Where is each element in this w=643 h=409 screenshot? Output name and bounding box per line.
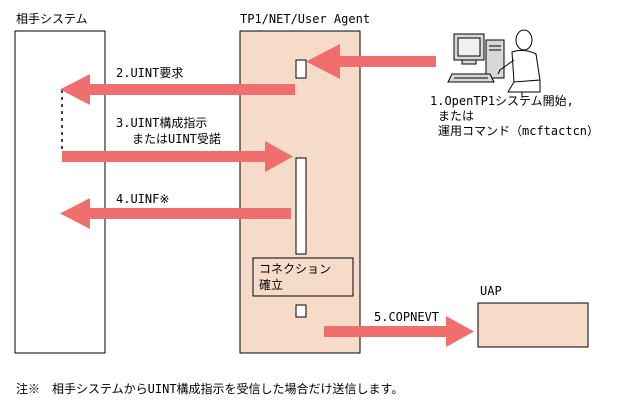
uap-title: UAP bbox=[480, 284, 502, 298]
operator-terminal-icon bbox=[447, 33, 505, 83]
arrow-step5 bbox=[324, 316, 474, 347]
step2-label: 2.UINT要求 bbox=[116, 66, 184, 80]
arrow-step1 bbox=[306, 44, 436, 79]
step3-label-line1: 3.UINT構成指示 bbox=[116, 116, 208, 130]
step3-label-line2: またはUINT受諾 bbox=[132, 132, 221, 146]
step1-label-line2: または bbox=[438, 109, 475, 123]
arrow-step4 bbox=[60, 198, 291, 229]
activation-box-3 bbox=[295, 304, 307, 318]
step4-label: 4.UINF※ bbox=[116, 192, 170, 206]
uap-box bbox=[477, 302, 589, 348]
operator-user-icon bbox=[497, 29, 541, 98]
footnote: 注※ 相手システムからUINT構成指示を受信した場合だけ送信します。 bbox=[16, 382, 404, 396]
connection-box bbox=[252, 257, 354, 297]
connection-label-line2: 確立 bbox=[259, 278, 284, 292]
step1-label-line1: 1.OpenTP1システム開始, bbox=[430, 94, 574, 108]
step5-label: 5.COPNEVT bbox=[374, 310, 440, 324]
step1-label-line3: 運用コマンド（mcftactcn） bbox=[438, 124, 600, 138]
connection-label-line1: コネクション bbox=[259, 262, 332, 276]
activation-box-2 bbox=[295, 157, 307, 255]
activation-box-1 bbox=[295, 59, 307, 79]
arrow-step2 bbox=[60, 74, 295, 105]
arrow-step3 bbox=[62, 141, 293, 172]
partner-system-title: 相手システム bbox=[16, 12, 88, 26]
agent-title: TP1/NET/User Agent bbox=[240, 12, 371, 26]
partner-system-box bbox=[14, 30, 106, 354]
